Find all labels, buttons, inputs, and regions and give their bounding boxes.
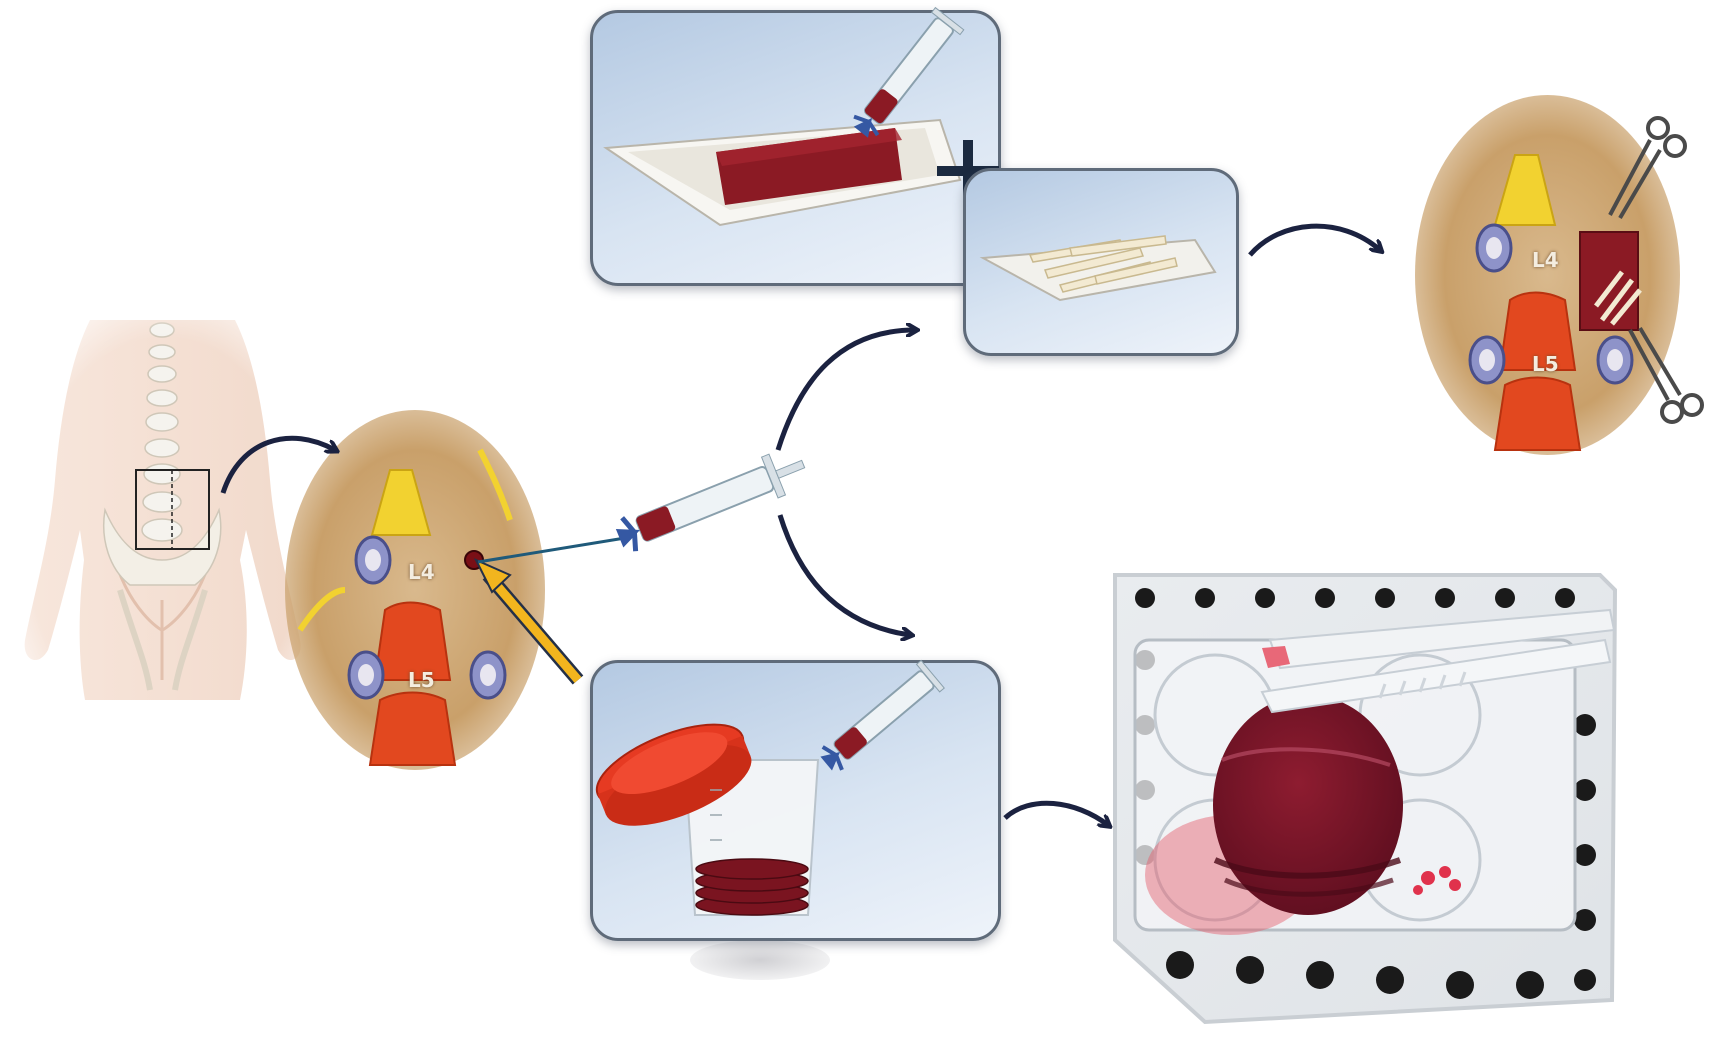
- arrow-body-to-spine: [220, 435, 335, 494]
- arrow-graft-to-implant: [1248, 223, 1380, 257]
- arrow-syringe-to-cup: [777, 514, 910, 635]
- tweezers-icon: [1260, 608, 1616, 714]
- arrow-syringe-to-graft: [775, 330, 915, 451]
- vertebra-label-l4-right: L4: [1532, 248, 1559, 272]
- panel-specimen-cup-shadow: [690, 940, 830, 980]
- arrow-cup-to-clot: [1003, 800, 1108, 825]
- vertebra-label-l5-right: L5: [1532, 352, 1559, 376]
- vertebra-label-l5-left: L5: [408, 668, 435, 692]
- specimen-cup-cap: [595, 723, 752, 826]
- vertebra-label-l4-left: L4: [408, 560, 435, 584]
- blood-clot: [1213, 695, 1403, 915]
- surgical-scissors-icon: [1608, 116, 1704, 424]
